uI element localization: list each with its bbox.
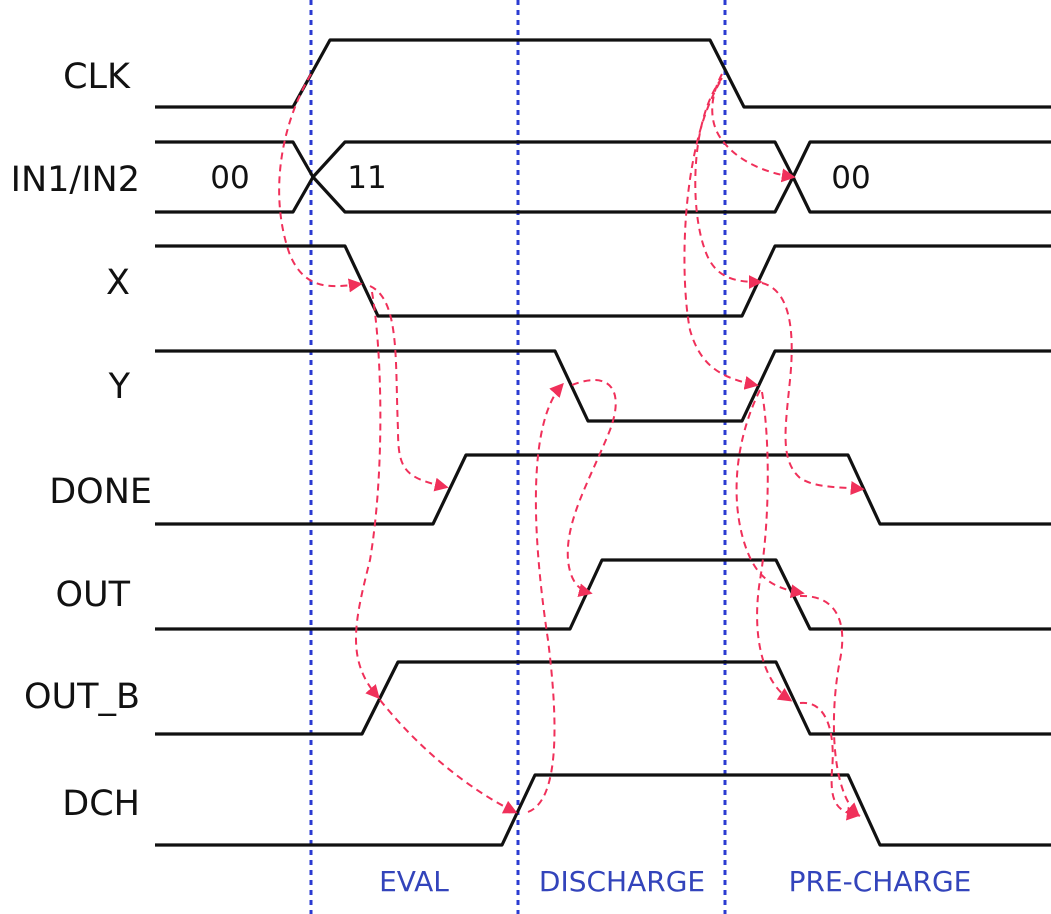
arrow-y-fall-to-out-rise	[566, 379, 617, 598]
arrow-x-fall-to-done-rise	[369, 285, 449, 492]
signal-labels: CLK IN1/IN2 X Y DONE OUT OUT_B DCH	[11, 57, 152, 824]
dch-label: DCH	[62, 784, 140, 824]
phase-label-eval: EVAL	[379, 865, 449, 898]
out-label: OUT	[55, 575, 130, 615]
arrow-clk-fall-to-y-rise	[683, 81, 759, 390]
arrow-dch-rise-to-y-fall	[527, 382, 564, 813]
clk-waveform	[155, 38, 1051, 109]
phase-labels: EVAL DISCHARGE PRE-CHARGE	[379, 865, 971, 898]
bus-value-before: 00	[210, 160, 249, 196]
bus-value-after: 00	[831, 160, 870, 196]
arrow-out-b-fall-to-dch-fall	[799, 701, 861, 821]
arrow-y-rise-to-out-b-fall	[756, 391, 793, 702]
x-label: X	[106, 263, 130, 303]
waveforms	[155, 38, 1051, 847]
arrow-x-rise-to-done-fall	[761, 282, 865, 495]
in1-in2-bus-lower	[155, 140, 1051, 214]
out-b-label: OUT_B	[24, 677, 140, 717]
arrow-clk-rise-to-x-fall	[278, 73, 363, 293]
out-b-waveform	[155, 660, 1051, 736]
done-label: DONE	[49, 472, 152, 512]
arrow-out-b-rise-to-dch-rise	[379, 699, 518, 814]
phase-dividers	[309, 0, 727, 914]
y-waveform	[155, 349, 1051, 423]
arrow-clk-fall-to-x-rise	[694, 77, 763, 289]
phase-label-precharge: PRE-CHARGE	[789, 865, 972, 898]
out-waveform	[155, 558, 1051, 631]
clk-label: CLK	[63, 57, 131, 97]
phase-label-discharge: DISCHARGE	[539, 865, 705, 898]
arrow-x-fall-to-out-b-rise	[355, 291, 382, 700]
in1-in2-label: IN1/IN2	[11, 160, 140, 200]
in1-in2-bus-upper	[155, 140, 1051, 214]
bus-values: 00 11 00	[210, 160, 870, 196]
y-label: Y	[108, 367, 131, 407]
done-waveform	[155, 453, 1051, 526]
arrow-y-rise-to-out-fall	[735, 389, 805, 599]
arrow-out-fall-to-dch-fall	[799, 594, 861, 817]
dependency-arrows	[278, 73, 865, 821]
x-waveform	[155, 244, 1051, 318]
bus-value-eval: 11	[347, 160, 386, 196]
arrow-clk-fall-to-in-change	[711, 73, 796, 183]
dch-waveform	[155, 773, 1051, 847]
